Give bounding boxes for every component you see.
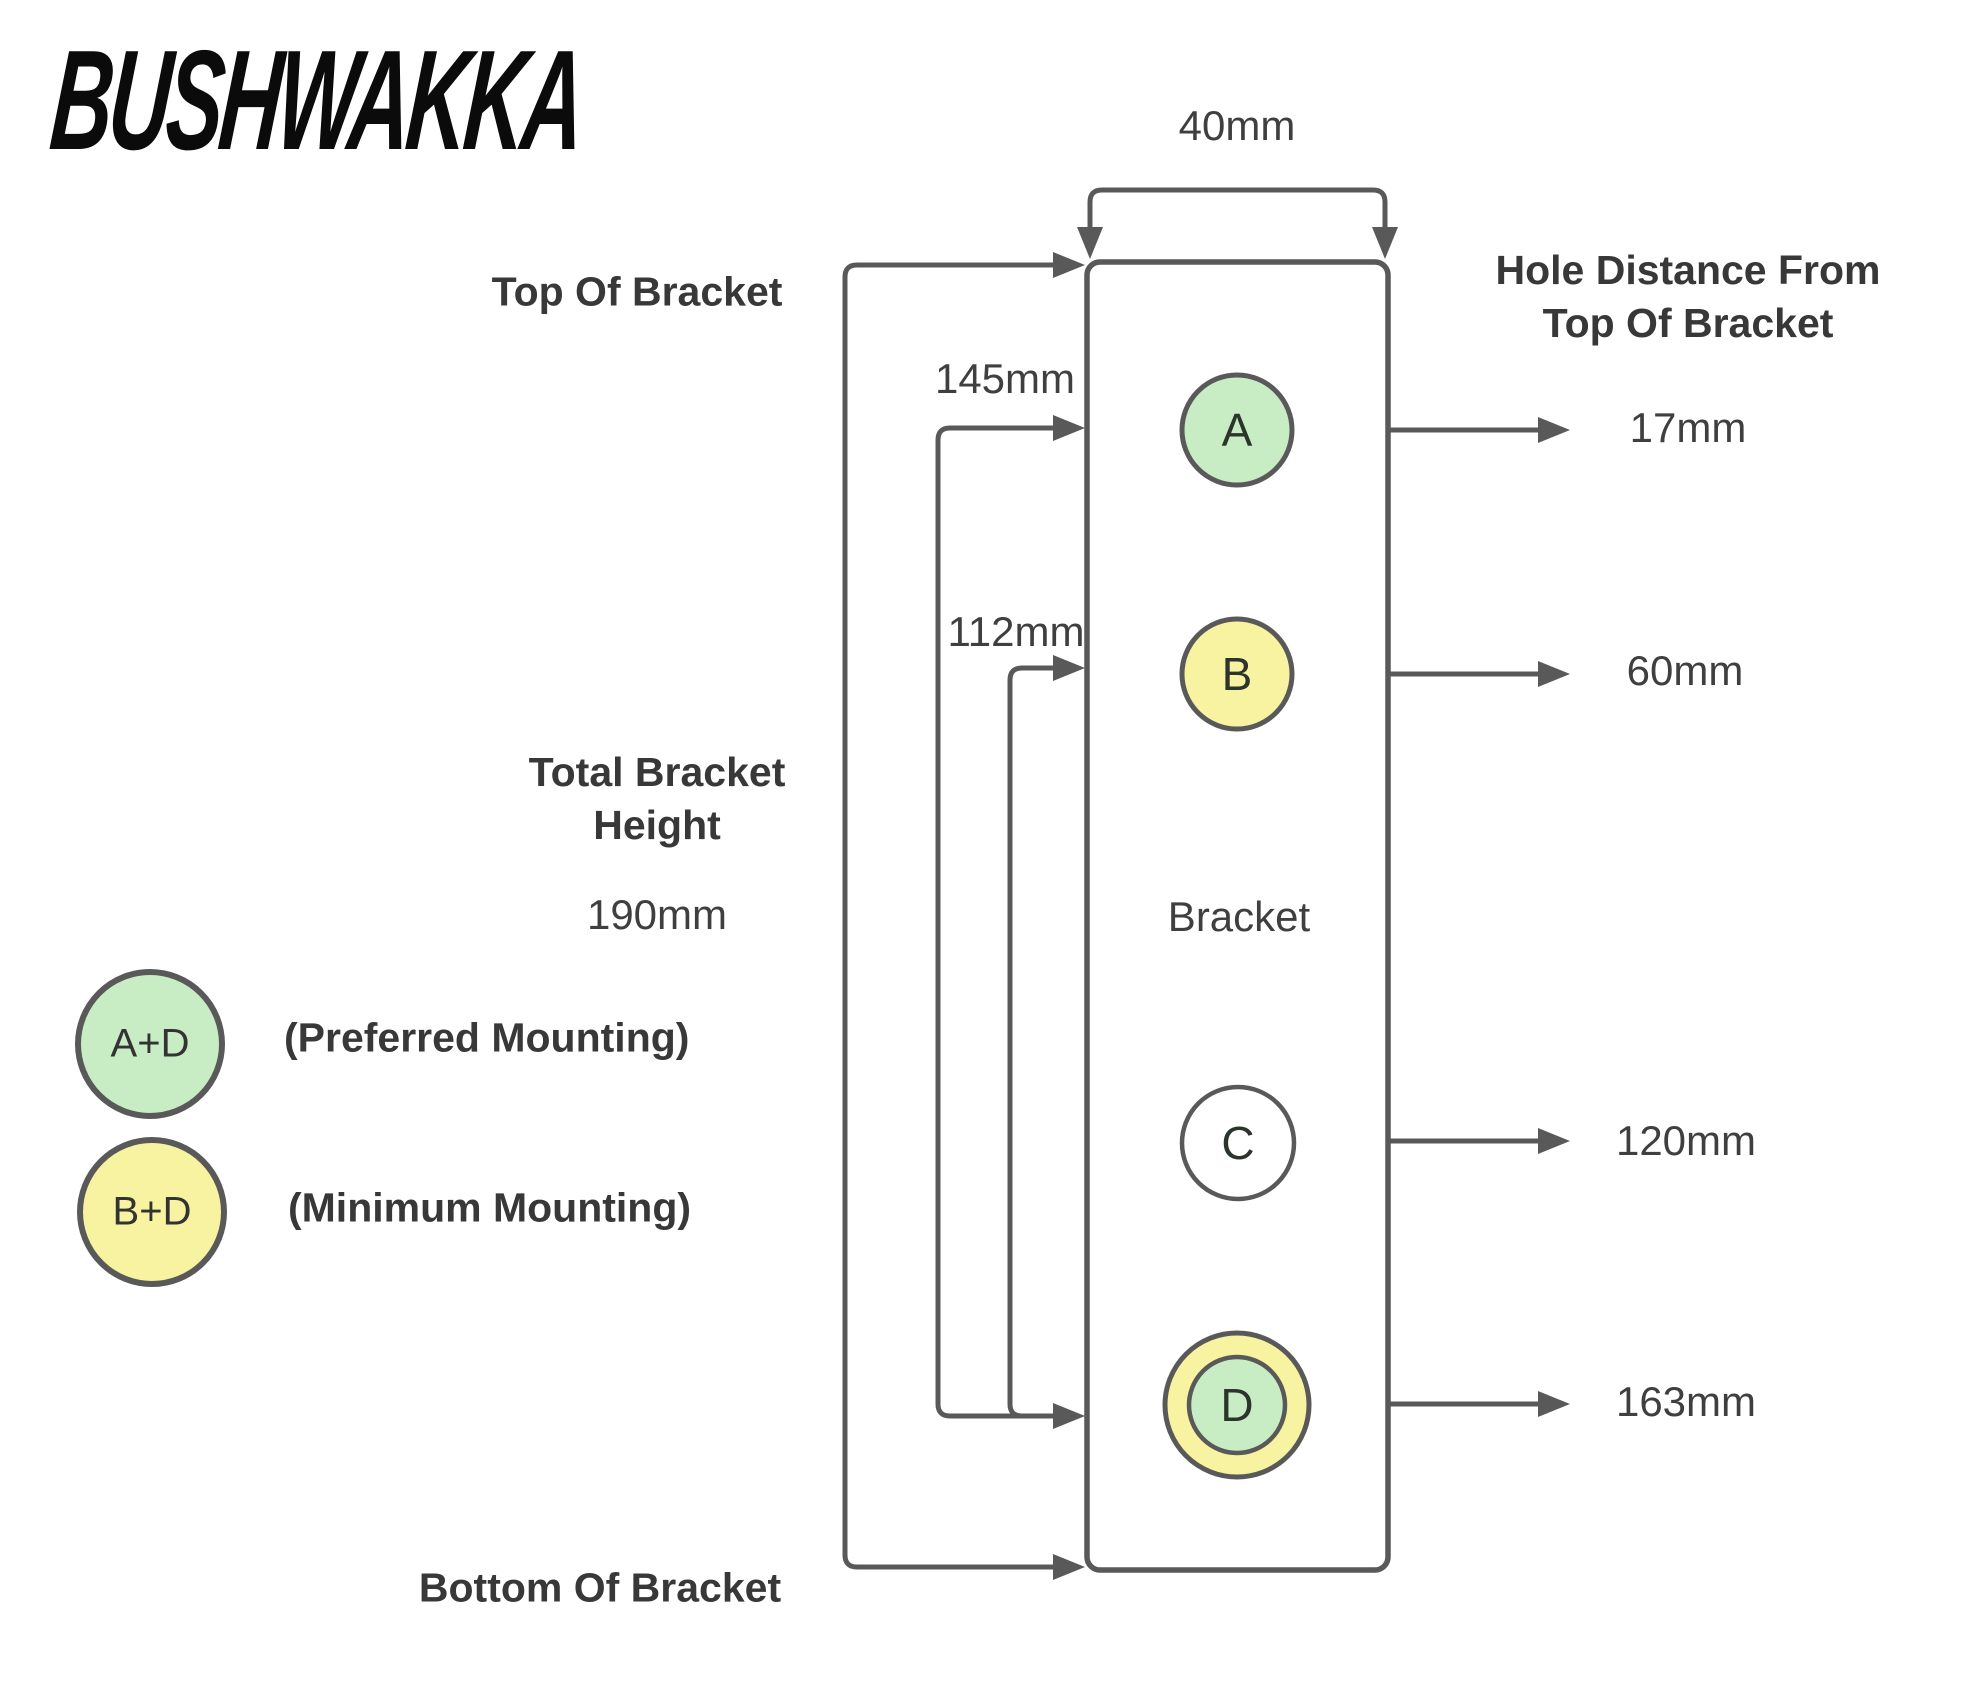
top-of-bracket-label: Top Of Bracket bbox=[491, 268, 783, 315]
dim-145mm-line bbox=[935, 425, 1056, 1419]
dim-40mm-line bbox=[1087, 187, 1388, 230]
hole-distance-header: Hole Distance From Top Of Bracket bbox=[1495, 247, 1881, 346]
hole-c-letter: C bbox=[1221, 1117, 1255, 1169]
hole-b-circle bbox=[1179, 616, 1295, 732]
brand-logo: BUSHWAKKA bbox=[45, 21, 588, 180]
bracket-outline bbox=[1084, 259, 1391, 1573]
hole-c-distance-value: 120mm bbox=[1615, 1117, 1757, 1164]
arrowhead-right-icon bbox=[1538, 1128, 1570, 1154]
arrowhead-down-icon bbox=[1372, 227, 1398, 259]
bottom-of-bracket-label: Bottom Of Bracket bbox=[418, 1564, 782, 1611]
arrowhead-right-icon bbox=[1538, 661, 1570, 687]
bracket-width-label: 40mm bbox=[1178, 102, 1296, 149]
arrowhead-right-icon bbox=[1053, 1403, 1085, 1429]
legend-minimum-label: (Minimum Mounting) bbox=[288, 1184, 692, 1231]
hole-a-distance-value: 17mm bbox=[1629, 404, 1747, 451]
hole-b-letter: B bbox=[1221, 648, 1253, 700]
arrowhead-down-icon bbox=[1077, 227, 1103, 259]
hole-d-distance-value: 163mm bbox=[1615, 1378, 1757, 1425]
arrowhead-right-icon bbox=[1538, 417, 1570, 443]
hole-c-circle bbox=[1179, 1084, 1297, 1202]
legend-preferred-circle bbox=[75, 969, 225, 1119]
arrowhead-right-icon bbox=[1053, 1554, 1085, 1580]
legend-preferred-label: (Preferred Mounting) bbox=[284, 1014, 690, 1061]
dim-112mm-line bbox=[1007, 665, 1056, 1419]
hole-d-circle bbox=[1186, 1354, 1288, 1456]
dim-total-height-line bbox=[842, 262, 1056, 1570]
dim-145mm-label: 145mm bbox=[934, 355, 1076, 402]
total-bracket-height-title: Total Bracket Height bbox=[528, 749, 786, 848]
arrowhead-right-icon bbox=[1053, 655, 1085, 681]
hole-d-letter: D bbox=[1220, 1379, 1254, 1431]
hole-b-distance-value: 60mm bbox=[1626, 647, 1744, 694]
legend-minimum-id: B+D bbox=[112, 1189, 192, 1234]
arrowhead-right-icon bbox=[1053, 252, 1085, 278]
dim-112mm-label: 112mm bbox=[947, 608, 1085, 655]
hole-a-circle bbox=[1179, 372, 1295, 488]
total-bracket-height-value: 190mm bbox=[586, 891, 728, 938]
hole-a-letter: A bbox=[1221, 404, 1253, 456]
arrowhead-right-icon bbox=[1053, 415, 1085, 441]
arrowhead-right-icon bbox=[1538, 1391, 1570, 1417]
bracket-label: Bracket bbox=[1167, 893, 1311, 940]
legend-minimum-circle bbox=[77, 1137, 227, 1287]
legend-preferred-id: A+D bbox=[110, 1021, 190, 1066]
